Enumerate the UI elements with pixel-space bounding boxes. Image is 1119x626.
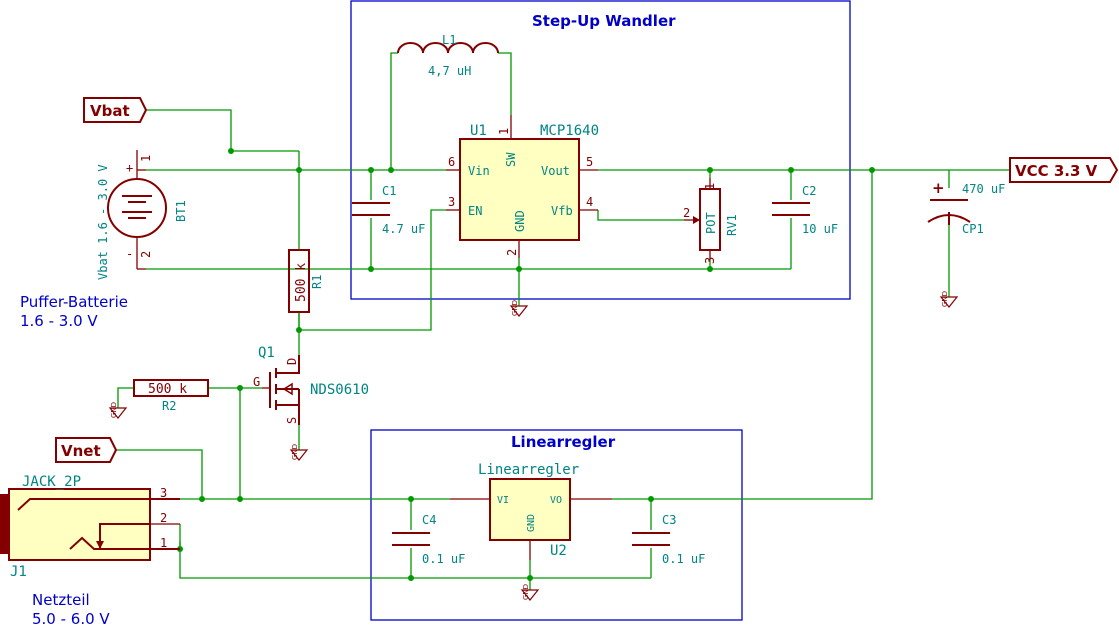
- cp1-value: 470 uF: [962, 182, 1005, 196]
- c4-ref: C4: [422, 513, 436, 527]
- svg-text:3: 3: [160, 486, 167, 500]
- svg-text:Vout: Vout: [541, 164, 570, 178]
- bt1-value: Vbat 1.6 - 3.0 V: [96, 164, 110, 280]
- capacitor-c3: C3 0.1 uF: [632, 513, 705, 566]
- gnd-symbol-cp1: GND: [939, 291, 959, 308]
- svg-text:SW: SW: [504, 152, 518, 167]
- capacitor-c2: C2 10 uF: [772, 184, 838, 236]
- svg-text:Vfb: Vfb: [551, 204, 573, 218]
- svg-text:GND: GND: [291, 444, 299, 460]
- svg-text:4: 4: [586, 195, 593, 209]
- vbat-label: Vbat: [83, 97, 148, 123]
- vcc-label: VCC 3.3 V: [1009, 157, 1119, 183]
- ic-u1: Vin EN Vout Vfb SW GND 6 3 5 4 1 2 U1 MC…: [446, 115, 599, 258]
- linear-block-frame: [370, 429, 743, 621]
- battery-note-line1: Puffer-Batterie: [20, 293, 128, 311]
- svg-text:GND: GND: [526, 514, 537, 532]
- stepup-block-frame: [350, 0, 851, 300]
- c4-value: 0.1 uF: [422, 552, 465, 566]
- svg-text:GND: GND: [511, 300, 519, 316]
- r2-value: 500 k: [148, 382, 187, 397]
- resistor-r2: 500 k R2: [133, 379, 209, 413]
- psu-note-line1: Netzteil: [32, 591, 90, 609]
- svg-text:1: 1: [497, 128, 511, 135]
- jack-j1: 3 2 1 JACK_2P J1: [0, 474, 180, 580]
- svg-text:VO: VO: [550, 495, 562, 506]
- svg-text:5: 5: [586, 155, 593, 169]
- svg-text:3: 3: [703, 257, 717, 264]
- r2-ref: R2: [162, 399, 176, 413]
- svg-text:GND: GND: [941, 291, 949, 307]
- c3-value: 0.1 uF: [662, 552, 705, 566]
- l1-ref: L1: [442, 33, 456, 47]
- junctions: [177, 148, 875, 581]
- svg-text:+: +: [932, 179, 945, 197]
- capacitor-c1: C1 4.7 uF: [352, 184, 425, 236]
- wires: [116, 52, 1010, 590]
- svg-text:2: 2: [160, 511, 167, 525]
- r1-value: 500 k: [294, 263, 309, 302]
- svg-text:VCC 3.3 V: VCC 3.3 V: [1015, 162, 1098, 180]
- svg-text:2: 2: [139, 251, 153, 258]
- mosfet-q1: G D S Q1 NDS0610: [253, 345, 369, 425]
- u2-value: Linearregler: [478, 462, 579, 478]
- battery-bt1: + - 1 2 BT1 Vbat 1.6 - 3.0 V: [96, 150, 188, 280]
- c2-value: 10 uF: [802, 222, 838, 236]
- svg-text:POT: POT: [704, 212, 718, 234]
- svg-text:3: 3: [448, 195, 455, 209]
- svg-text:GND: GND: [522, 584, 530, 600]
- svg-text:D: D: [285, 358, 299, 365]
- svg-text:1: 1: [703, 183, 717, 190]
- rv1-ref: RV1: [725, 214, 739, 236]
- svg-text:+: +: [126, 161, 133, 175]
- u1-ref: U1: [470, 123, 487, 139]
- linear-block-title: Linearregler: [511, 433, 616, 451]
- u2-ref: U2: [550, 543, 567, 559]
- l1-value: 4,7 uH: [428, 64, 471, 78]
- u1-value: MCP1640: [540, 123, 599, 139]
- gnd-symbol-r2: GND: [108, 402, 128, 419]
- c3-ref: C3: [662, 513, 676, 527]
- svg-text:S: S: [285, 417, 299, 424]
- svg-text:1: 1: [160, 536, 167, 550]
- svg-text:VI: VI: [497, 495, 509, 506]
- gnd-symbol-u2: GND: [520, 584, 540, 601]
- capacitor-c4: C4 0.1 uF: [392, 513, 465, 566]
- inductor-l1: L1 4,7 uH: [397, 33, 499, 78]
- r1-ref: R1: [310, 275, 324, 289]
- j1-value: JACK_2P: [22, 474, 81, 490]
- c2-ref: C2: [802, 184, 816, 198]
- svg-text:1: 1: [139, 155, 153, 162]
- svg-text:6: 6: [448, 155, 455, 169]
- resistor-r1: 500 k R1: [288, 249, 324, 313]
- svg-text:2: 2: [683, 206, 690, 220]
- psu-note-line2: 5.0 - 6.0 V: [32, 610, 110, 626]
- c1-value: 4.7 uF: [382, 222, 425, 236]
- svg-text:G: G: [253, 375, 260, 389]
- capacitor-cp1: + 470 uF CP1: [927, 179, 1005, 236]
- q1-ref: Q1: [258, 345, 275, 361]
- cp1-ref: CP1: [962, 222, 984, 236]
- potentiometer-rv1: 1 2 3 POT RV1: [683, 178, 739, 264]
- ic-u2: VI VO GND Linearregler U2: [450, 462, 612, 560]
- svg-text:GND: GND: [513, 210, 527, 232]
- battery-note-line2: 1.6 - 3.0 V: [20, 312, 98, 330]
- c1-ref: C1: [382, 184, 396, 198]
- svg-text:Vin: Vin: [468, 164, 490, 178]
- j1-ref: J1: [10, 564, 27, 580]
- bt1-ref: BT1: [174, 200, 188, 222]
- svg-text:Vnet: Vnet: [61, 442, 101, 460]
- svg-text:GND: GND: [110, 402, 118, 418]
- vnet-label: Vnet: [55, 437, 118, 463]
- gnd-symbol-u1: GND: [509, 300, 529, 317]
- stepup-block-title: Step-Up Wandler: [532, 12, 676, 30]
- svg-text:EN: EN: [468, 204, 482, 218]
- svg-text:Vbat: Vbat: [90, 102, 130, 120]
- svg-text:2: 2: [505, 249, 519, 256]
- q1-value: NDS0610: [310, 382, 369, 398]
- svg-text:-: -: [126, 247, 133, 261]
- gnd-symbol-q1: GND: [289, 444, 309, 461]
